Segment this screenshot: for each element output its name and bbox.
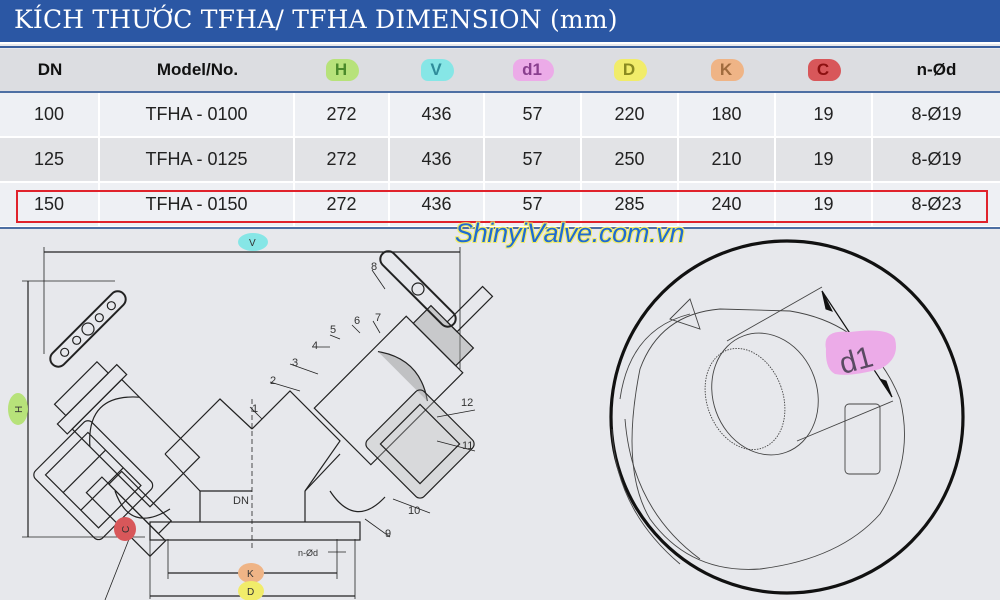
- header-label-h: H: [325, 59, 360, 81]
- header-label: Model/No.: [156, 60, 239, 79]
- cell-dn: 150: [0, 183, 100, 226]
- d1-label-highlight: [825, 330, 896, 375]
- title-divider: [0, 46, 1000, 48]
- cell-d1: 57: [485, 183, 582, 226]
- part-12: 12: [461, 397, 473, 409]
- valve-drawing-svg: V H C K D DN n-Ød 1 2 3 4 5 6 7 8 9 10 1…: [8, 233, 965, 600]
- cell-h: 272: [295, 183, 390, 226]
- part-number-labels: 1 2 3 4 5 6 7 8 9 10 11 12: [252, 261, 473, 540]
- cell-c: 19: [776, 138, 873, 181]
- cell-k: 180: [679, 93, 776, 136]
- header-h: H: [295, 49, 390, 91]
- cell-nd: 8-Ø23: [911, 194, 962, 214]
- k-dim-label: K: [247, 569, 254, 580]
- header-label-d1: d1: [513, 59, 554, 81]
- part-7: 7: [375, 312, 381, 324]
- cell-model: TFHA - 0100: [100, 93, 295, 136]
- cell-model: TFHA - 0125: [100, 138, 295, 181]
- header-v: V: [390, 49, 485, 91]
- header-d1: d1: [485, 49, 582, 91]
- cell-d1: 57: [485, 93, 582, 136]
- d-dim-label: D: [247, 587, 254, 598]
- technical-drawing: V H C K D DN n-Ød 1 2 3 4 5 6 7 8 9 10 1…: [0, 229, 1000, 600]
- coupling-detail: [609, 239, 965, 595]
- cell-d: 220: [582, 93, 679, 136]
- part-3: 3: [292, 357, 298, 369]
- cell-d: 250: [582, 138, 679, 181]
- cell-k: 240: [679, 183, 776, 226]
- cell-model: TFHA - 0150: [100, 183, 295, 226]
- cell-d1: 57: [485, 138, 582, 181]
- part-11: 11: [462, 440, 473, 452]
- cell-d: 285: [582, 183, 679, 226]
- cell-v: 436: [390, 93, 485, 136]
- table-row: 125 TFHA - 0125 272 436 57 250 210 19 8-…: [0, 138, 1000, 183]
- part-1: 1: [252, 403, 258, 415]
- header-c: C: [776, 49, 873, 91]
- table-row: 100 TFHA - 0100 272 436 57 220 180 19 8-…: [0, 93, 1000, 138]
- page-title: KÍCH THƯỚC TFHA/ TFHA DIMENSION (mm): [14, 5, 618, 34]
- header-label-c: C: [807, 59, 842, 81]
- h-label-highlight: [8, 393, 28, 425]
- part-9: 9: [385, 528, 391, 540]
- cell-nd: 8-Ø19: [911, 149, 962, 169]
- title-bar: KÍCH THƯỚC TFHA/ TFHA DIMENSION (mm): [0, 0, 1000, 44]
- part-2: 2: [270, 375, 276, 387]
- cell-v: 436: [390, 183, 485, 226]
- cell-nd: 8-Ø19: [911, 104, 962, 124]
- header-label-d: D: [613, 59, 648, 81]
- cell-dn: 125: [0, 138, 100, 181]
- cell-c: 19: [776, 183, 873, 226]
- k-label-highlight: [238, 563, 264, 583]
- cell-h: 272: [295, 138, 390, 181]
- table-header-row: DN Model/No. H V d1 D K C n-Ød: [0, 49, 1000, 93]
- header-model: Model/No.: [100, 49, 295, 91]
- v-dim-label: V: [249, 238, 256, 249]
- cell-v: 436: [390, 138, 485, 181]
- cell-dn: 100: [0, 93, 100, 136]
- c-label-highlight: [114, 517, 136, 541]
- cell-h: 272: [295, 93, 390, 136]
- part-8: 8: [371, 261, 377, 273]
- part-5: 5: [330, 324, 336, 336]
- c-dim-label: C: [121, 526, 132, 533]
- dn-label: DN: [233, 495, 249, 507]
- h-dim-label: H: [14, 406, 25, 413]
- cell-k: 210: [679, 138, 776, 181]
- part-4: 4: [312, 340, 318, 352]
- header-nd: n-Ød: [873, 49, 1000, 91]
- part-6: 6: [354, 315, 360, 327]
- watermark-text: ShinyiValve.com.vn: [455, 218, 685, 248]
- nd-label: n-Ød: [298, 548, 318, 558]
- section-divider: [0, 227, 1000, 229]
- header-label: DN: [37, 60, 63, 79]
- header-d: D: [582, 49, 679, 91]
- part-10: 10: [408, 505, 420, 517]
- header-k: K: [679, 49, 776, 91]
- header-label: n-Ød: [916, 60, 957, 79]
- header-dn: DN: [0, 49, 100, 91]
- cell-c: 19: [776, 93, 873, 136]
- header-label-v: V: [421, 59, 454, 81]
- header-label-k: K: [710, 59, 745, 81]
- dimension-table: DN Model/No. H V d1 D K C n-Ød 100 TFHA …: [0, 49, 1000, 228]
- d-label-highlight: [238, 581, 264, 600]
- v-label-highlight: [238, 233, 268, 251]
